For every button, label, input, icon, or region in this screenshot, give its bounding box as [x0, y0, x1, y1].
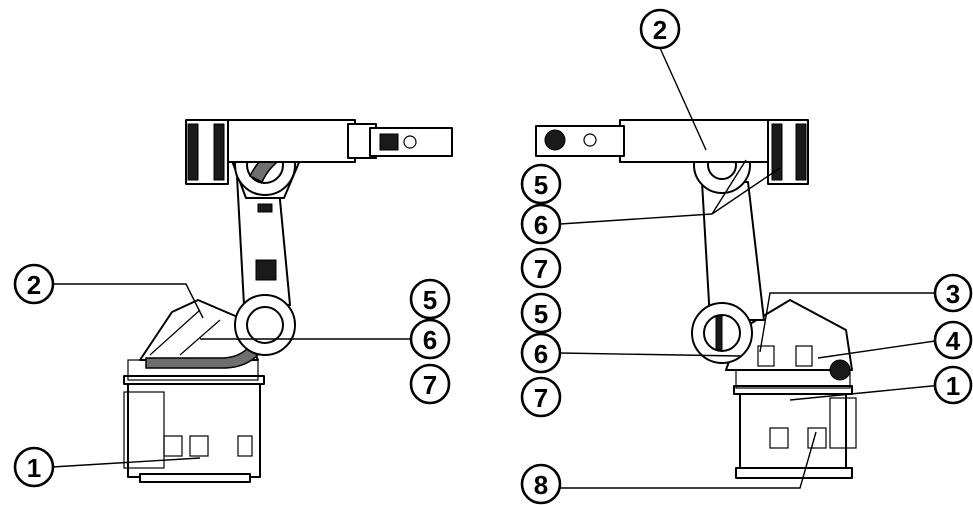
- svg-text:8: 8: [534, 470, 548, 500]
- left-callout-5: 5: [409, 278, 451, 320]
- left-robot-illustration: [123, 119, 453, 483]
- svg-text:3: 3: [946, 279, 960, 309]
- svg-text:1: 1: [946, 371, 960, 401]
- svg-text:7: 7: [423, 370, 437, 400]
- svg-text:2: 2: [27, 270, 41, 300]
- right-leader-8: [560, 431, 817, 489]
- left-leader-1: [51, 457, 201, 468]
- svg-text:1: 1: [27, 453, 41, 483]
- right-leader-2: [659, 47, 707, 151]
- left-callout-6: 6: [409, 318, 451, 360]
- svg-text:6: 6: [534, 210, 548, 240]
- left-callout-1: 1: [13, 446, 55, 488]
- right-callout-8: 8: [520, 463, 562, 505]
- right-callout-2: 2: [639, 8, 681, 50]
- right-leader-6-upper-b: [711, 159, 747, 215]
- right-callout-6-upper: 6: [520, 203, 562, 245]
- left-callout-2: 2: [13, 263, 55, 305]
- svg-text:2: 2: [653, 15, 667, 45]
- svg-text:7: 7: [534, 254, 548, 284]
- right-leader-1: [789, 384, 943, 401]
- right-leader-6-upper-a: [559, 213, 713, 225]
- right-leader-4: [817, 339, 943, 359]
- svg-text:5: 5: [534, 299, 548, 329]
- svg-text:5: 5: [423, 285, 437, 315]
- right-leader-6-lower: [559, 352, 741, 357]
- svg-text:7: 7: [534, 383, 548, 413]
- right-callout-7-upper: 7: [520, 247, 562, 289]
- right-callout-1: 1: [933, 365, 973, 405]
- right-callout-3: 3: [933, 273, 973, 313]
- right-leader-3: [759, 292, 942, 353]
- svg-text:5: 5: [534, 170, 548, 200]
- svg-text:6: 6: [534, 339, 548, 369]
- right-leader-6-upper-c: [711, 167, 781, 215]
- right-callout-6-lower: 6: [520, 332, 562, 374]
- right-callout-7-lower: 7: [520, 376, 562, 418]
- right-callout-4: 4: [933, 320, 973, 360]
- svg-text:6: 6: [423, 325, 437, 355]
- right-callout-5-lower: 5: [520, 292, 562, 334]
- right-callout-5-upper: 5: [520, 163, 562, 205]
- left-leader-2: [52, 283, 204, 319]
- left-callout-7: 7: [409, 363, 451, 405]
- right-robot-illustration: [535, 119, 857, 479]
- svg-text:4: 4: [946, 326, 961, 356]
